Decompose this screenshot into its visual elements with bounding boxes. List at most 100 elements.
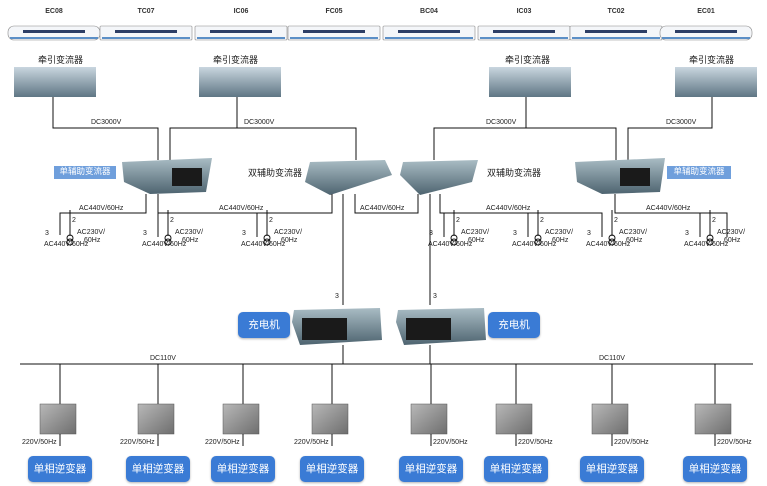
- ac440-bus: [614, 194, 728, 237]
- dc3000-wire: [627, 97, 713, 160]
- train-car: TC07: [99, 8, 193, 41]
- ac440-bus-label: AC440V/60Hz: [219, 205, 264, 212]
- inverter-button[interactable]: 单相逆变器: [399, 456, 463, 482]
- inverter-output-label: 220V/50Hz: [518, 439, 553, 446]
- inverter-button[interactable]: 单相逆变器: [683, 456, 747, 482]
- dc3000-wire: [236, 97, 357, 160]
- inverter-output-label: 220V/50Hz: [433, 439, 468, 446]
- ac230-label: AC230V/: [77, 229, 105, 236]
- traction-converter-icon: [199, 67, 281, 97]
- ac230-label: AC230V/: [175, 229, 203, 236]
- vent-grille: [172, 168, 202, 186]
- ac440-load-label: AC440V/60Hz: [241, 241, 286, 248]
- phase-count: 3: [685, 230, 689, 237]
- single-phase-inverter: 220V/50Hz: [591, 364, 649, 446]
- inverter-button[interactable]: 单相逆变器: [484, 456, 548, 482]
- train-car: IC06: [194, 8, 288, 41]
- phase-count: 3: [433, 293, 437, 300]
- ac440-load-label: AC440V/60Hz: [142, 241, 187, 248]
- ac230-label: AC230V/: [274, 229, 302, 236]
- inverter-button[interactable]: 单相逆变器: [211, 456, 275, 482]
- traction-converter-icon: [489, 67, 571, 97]
- car-label: FC05: [325, 8, 342, 15]
- charger-button-left[interactable]: 充电机: [238, 312, 290, 338]
- ac440-bus: [439, 194, 603, 237]
- ac230-label: AC230V/: [545, 229, 573, 236]
- single-phase-inverter: 220V/50Hz: [694, 364, 752, 446]
- dc3000-label: DC3000V: [486, 119, 517, 126]
- traction-converter-2: 牵引变流器: [199, 54, 281, 97]
- car-label: BC04: [420, 8, 438, 15]
- ac440-bus-label: AC440V/60Hz: [646, 205, 691, 212]
- dc3000-label: DC3000V: [244, 119, 275, 126]
- phase-count: 3: [45, 230, 49, 237]
- car-label: IC06: [234, 8, 249, 15]
- vent-grille: [620, 168, 650, 186]
- inverter-button[interactable]: 单相逆变器: [28, 456, 92, 482]
- traction-label: 牵引变流器: [505, 54, 550, 66]
- ac440-load-label: AC440V/60Hz: [44, 241, 89, 248]
- traction-converter-3: 牵引变流器: [489, 54, 571, 97]
- ac440-bus-label: AC440V/60Hz: [486, 205, 531, 212]
- ac440-bus: [354, 194, 419, 214]
- inverter-output-label: 220V/50Hz: [294, 439, 329, 446]
- double-aux-converter-left: [305, 160, 392, 195]
- ac230-label: 60Hz: [281, 237, 298, 244]
- single-aux-tag-right[interactable]: 单辅助变流器: [667, 166, 731, 179]
- dc3000-wire: [526, 127, 617, 160]
- phase-count: 2: [456, 217, 460, 224]
- ac230-label: AC230V/: [717, 229, 745, 236]
- inverter-button[interactable]: 单相逆变器: [300, 456, 364, 482]
- dc3000-wire: [433, 97, 527, 160]
- phase-count: 2: [540, 217, 544, 224]
- ac230-label: AC230V/: [619, 229, 647, 236]
- ac440-bus: [59, 194, 147, 235]
- phase-count: 3: [429, 230, 433, 237]
- train-car: EC01: [659, 8, 753, 41]
- dc110-label: DC110V: [150, 355, 176, 362]
- traction-converter-1: 牵引变流器: [14, 54, 96, 97]
- single-phase-inverter: 220V/50Hz: [495, 364, 553, 446]
- inverter-output-label: 220V/50Hz: [717, 439, 752, 446]
- dc3000-label: DC3000V: [91, 119, 122, 126]
- ac230-label: 60Hz: [552, 237, 569, 244]
- inverter-button[interactable]: 单相逆变器: [580, 456, 644, 482]
- inverter-output-label: 220V/50Hz: [120, 439, 155, 446]
- ac440-load-label: AC440V/60Hz: [428, 241, 473, 248]
- phase-count: 2: [72, 217, 76, 224]
- train-car: TC02: [569, 8, 663, 41]
- car-label: TC02: [607, 8, 624, 15]
- ac230-label: 60Hz: [724, 237, 741, 244]
- train-car: FC05: [287, 8, 381, 41]
- traction-label: 牵引变流器: [213, 54, 258, 66]
- single-aux-tag-left[interactable]: 单辅助变流器: [54, 166, 116, 179]
- double-aux-label: 双辅助变流器: [487, 167, 541, 179]
- inverter-output-label: 220V/50Hz: [614, 439, 649, 446]
- car-label: TC07: [137, 8, 154, 15]
- double-aux-converter-right: [400, 160, 478, 195]
- ac440-load-label: AC440V/60Hz: [512, 241, 557, 248]
- charger-button-right[interactable]: 充电机: [488, 312, 540, 338]
- inverter-button[interactable]: 单相逆变器: [126, 456, 190, 482]
- phase-count: 2: [712, 217, 716, 224]
- ac440-load-label: AC440V/60Hz: [586, 241, 631, 248]
- train-car: EC08: [7, 8, 101, 41]
- single-phase-inverter: 220V/50Hz: [120, 364, 175, 446]
- single-phase-inverter: 220V/50Hz: [205, 364, 260, 446]
- phase-count: 3: [335, 293, 339, 300]
- car-label: EC08: [45, 8, 63, 15]
- ac440-bus-label: AC440V/60Hz: [79, 205, 124, 212]
- vent-grille: [406, 318, 451, 340]
- ac440-load-label: AC440V/60Hz: [684, 241, 729, 248]
- train-car: IC03: [477, 8, 571, 41]
- phase-count: 2: [170, 217, 174, 224]
- ac230-label: AC230V/: [461, 229, 489, 236]
- dc3000-wire: [169, 127, 237, 160]
- ac440-bus-label: AC440V/60Hz: [360, 205, 405, 212]
